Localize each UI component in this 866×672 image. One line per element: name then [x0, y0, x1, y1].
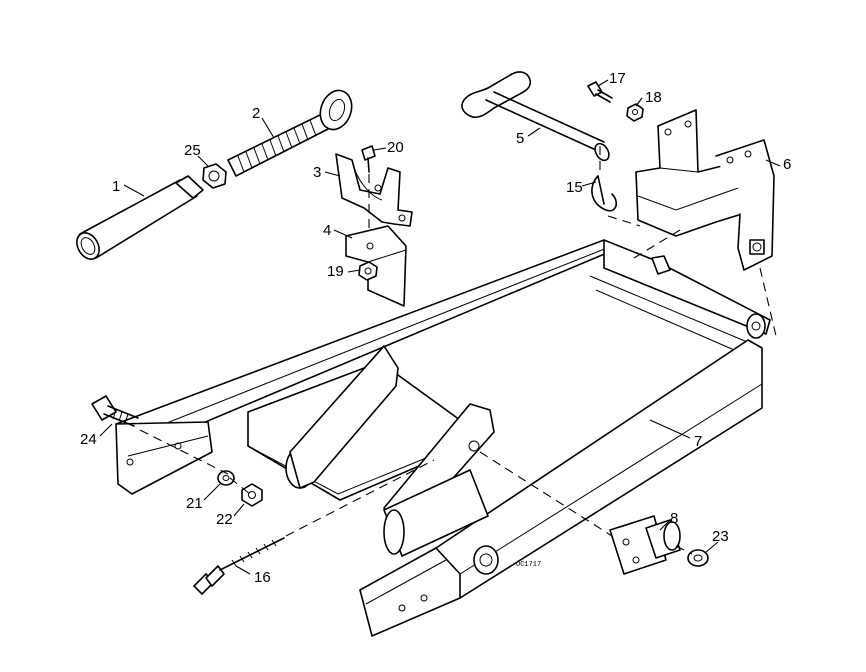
part-17-bolt	[587, 81, 613, 103]
part-labels: 1 2 3 4 5 6 7 8 15 16 17 18 19 20 21 22 …	[80, 70, 791, 586]
part-19-nut	[358, 261, 378, 281]
part-1-tube	[76, 175, 204, 260]
label-part-3: 3	[313, 164, 321, 181]
part-7-main-frame	[115, 239, 771, 637]
label-part-16: 16	[254, 569, 271, 586]
label-part-25: 25	[184, 142, 201, 159]
label-part-24: 24	[80, 431, 97, 448]
part-24-bolt	[91, 395, 139, 427]
part-23-washer	[687, 549, 709, 567]
label-part-22: 22	[216, 511, 233, 528]
part-6-mount-bracket	[635, 109, 775, 271]
part-8-pivot-bushing	[609, 515, 681, 575]
part-15-clip-pin	[591, 175, 618, 212]
part-2-rod-end	[227, 89, 353, 177]
label-part-19: 19	[327, 263, 344, 280]
label-part-7: 7	[694, 433, 702, 450]
part-22-nut	[241, 483, 263, 507]
label-part-21: 21	[186, 495, 203, 512]
part-18-nut	[626, 103, 644, 122]
label-part-20: 20	[387, 139, 404, 156]
label-part-5: 5	[516, 130, 524, 147]
drawing-code: OC1717	[516, 561, 541, 569]
label-part-1: 1	[112, 178, 120, 195]
label-part-2: 2	[252, 105, 260, 122]
label-part-17: 17	[609, 70, 626, 87]
part-25-nut	[202, 163, 227, 189]
part-21-washer	[217, 470, 235, 486]
part-5-pivot-shaft	[461, 71, 610, 162]
assembly-lines	[139, 146, 777, 555]
part-3-bracket	[335, 153, 413, 227]
label-part-15: 15	[566, 179, 583, 196]
label-part-18: 18	[645, 89, 662, 106]
part-20-bolt	[361, 145, 376, 173]
part-16-fitting	[193, 537, 285, 595]
label-part-4: 4	[323, 222, 331, 239]
label-part-6: 6	[783, 156, 791, 173]
label-part-23: 23	[712, 528, 729, 545]
leader-lines	[99, 79, 781, 575]
label-part-8: 8	[670, 510, 678, 527]
